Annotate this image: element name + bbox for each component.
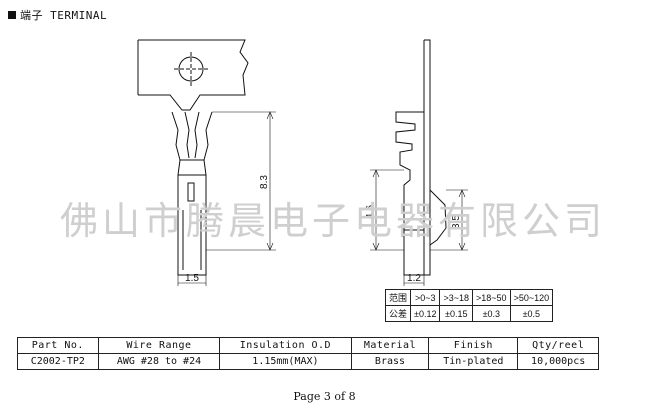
table-cell: >18~50	[472, 289, 511, 306]
table-cell: 公差	[384, 305, 412, 322]
table-cell: ±0.5	[509, 305, 554, 322]
terminal-drawing: 8.3 1.5 4.6 3.5 1.2	[137, 39, 468, 286]
table-cell: ±0.12	[410, 305, 441, 322]
table-cell: Tin-plated	[428, 353, 519, 370]
table-cell: Brass	[350, 353, 430, 370]
tolerance-range-row: 范围 >0~3 >3~18 >18~50 >50~120	[384, 289, 554, 306]
table-cell: AWG #28 to #24	[97, 353, 221, 370]
spec-header-row: Part No. Wire Range Insulation O.D Mater…	[17, 337, 599, 354]
column-header: Insulation O.D	[219, 337, 352, 354]
table-row: C2002-TP2 AWG #28 to #24 1.15mm(MAX) Bra…	[17, 353, 599, 370]
document-title: 端子 TERMINAL	[20, 9, 108, 22]
side-width-dim: 1.2	[407, 273, 421, 284]
table-cell: >50~120	[509, 289, 554, 306]
table-cell: ±0.3	[472, 305, 511, 322]
document-header: 端子 TERMINAL	[8, 7, 107, 23]
side-height-b-dim: 3.5	[451, 215, 462, 229]
tolerance-table: 范围 >0~3 >3~18 >18~50 >50~120 公差 ±0.12 ±0…	[384, 289, 554, 322]
bullet-square-icon	[8, 11, 16, 19]
front-width-dim: 1.5	[185, 273, 199, 284]
table-cell: >3~18	[439, 289, 474, 306]
table-cell: ±0.15	[439, 305, 474, 322]
table-cell: C2002-TP2	[17, 353, 99, 370]
column-header: Material	[350, 337, 430, 354]
table-cell: 10,000pcs	[517, 353, 599, 370]
spec-table: Part No. Wire Range Insulation O.D Mater…	[17, 337, 599, 370]
table-cell: 1.15mm(MAX)	[219, 353, 352, 370]
tolerance-value-row: 公差 ±0.12 ±0.15 ±0.3 ±0.5	[384, 305, 554, 322]
column-header: Qty/reel	[517, 337, 599, 354]
page-number: Page 3 of 8	[293, 390, 356, 403]
column-header: Finish	[428, 337, 519, 354]
table-cell: 范围	[384, 289, 412, 306]
side-height-a-dim: 4.6	[365, 205, 376, 219]
column-header: Wire Range	[97, 337, 221, 354]
front-height-dim: 8.3	[259, 175, 270, 189]
column-header: Part No.	[17, 337, 99, 354]
table-cell: >0~3	[410, 289, 441, 306]
